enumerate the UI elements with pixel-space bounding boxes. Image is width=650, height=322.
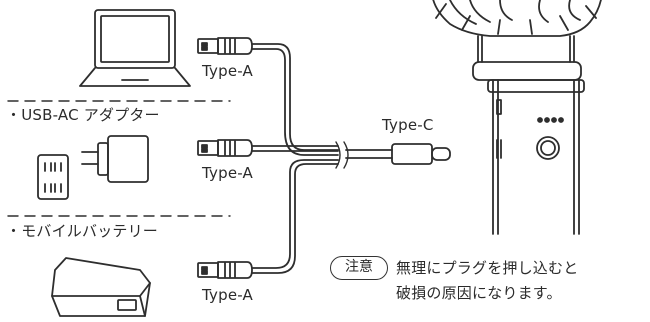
type-a-label-3: Type-A bbox=[202, 286, 253, 304]
usb-a-plug-icon bbox=[197, 37, 253, 55]
wall-outlet-icon bbox=[37, 154, 69, 200]
usb-ac-adapter-label: ・USB-AC アダプター bbox=[6, 106, 160, 124]
usb-c-plug-icon bbox=[391, 143, 451, 165]
ac-adapter-icon bbox=[81, 135, 149, 183]
cable bbox=[251, 43, 339, 274]
cable-break-mark bbox=[335, 141, 349, 169]
caution-text-line-2: 破損の原因になります。 bbox=[396, 284, 562, 302]
usb-a-plug-icon bbox=[197, 261, 253, 279]
handheld-fan-icon bbox=[432, 0, 602, 235]
type-c-label: Type-C bbox=[382, 116, 434, 134]
caution-badge: 注意 bbox=[330, 256, 388, 280]
type-a-label-2: Type-A bbox=[202, 164, 253, 182]
mobile-battery-icon bbox=[51, 257, 151, 317]
type-a-label-1: Type-A bbox=[202, 62, 253, 80]
mobile-battery-label: ・モバイルバッテリー bbox=[6, 222, 159, 240]
cable bbox=[345, 149, 393, 159]
laptop-icon bbox=[79, 9, 191, 87]
usb-a-plug-icon bbox=[197, 139, 253, 157]
caution-text-line-1: 無理にプラグを押し込むと bbox=[396, 259, 579, 277]
